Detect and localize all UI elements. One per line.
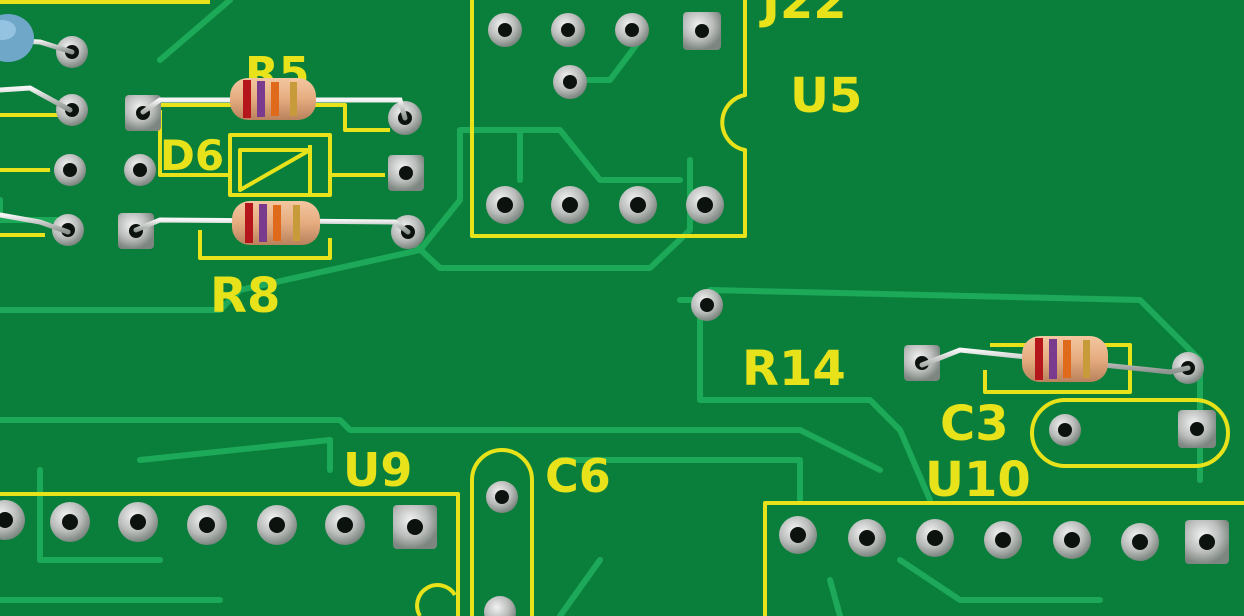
resistor-r5 [230,78,316,120]
label-u5: U5 [790,68,862,124]
silkscreen-labels: J22 U5 R5 D6 R8 R14 C3 U10 U9 C6 [160,0,1031,508]
u5-outline [470,0,747,238]
label-c6: C6 [545,449,611,503]
label-j22: J22 [759,0,847,30]
label-r14: R14 [742,341,846,397]
u10-pins [779,516,1159,561]
resistor-r8 [232,201,320,245]
label-u9: U9 [343,443,412,497]
label-d6: D6 [160,131,224,180]
label-u10: U10 [925,452,1031,508]
capacitor-fragment [0,14,34,62]
label-r8: R8 [210,268,280,324]
resistor-r14 [1022,336,1108,382]
u9-pins [0,500,365,545]
u5-pins [486,13,724,224]
label-c3: C3 [940,396,1009,452]
